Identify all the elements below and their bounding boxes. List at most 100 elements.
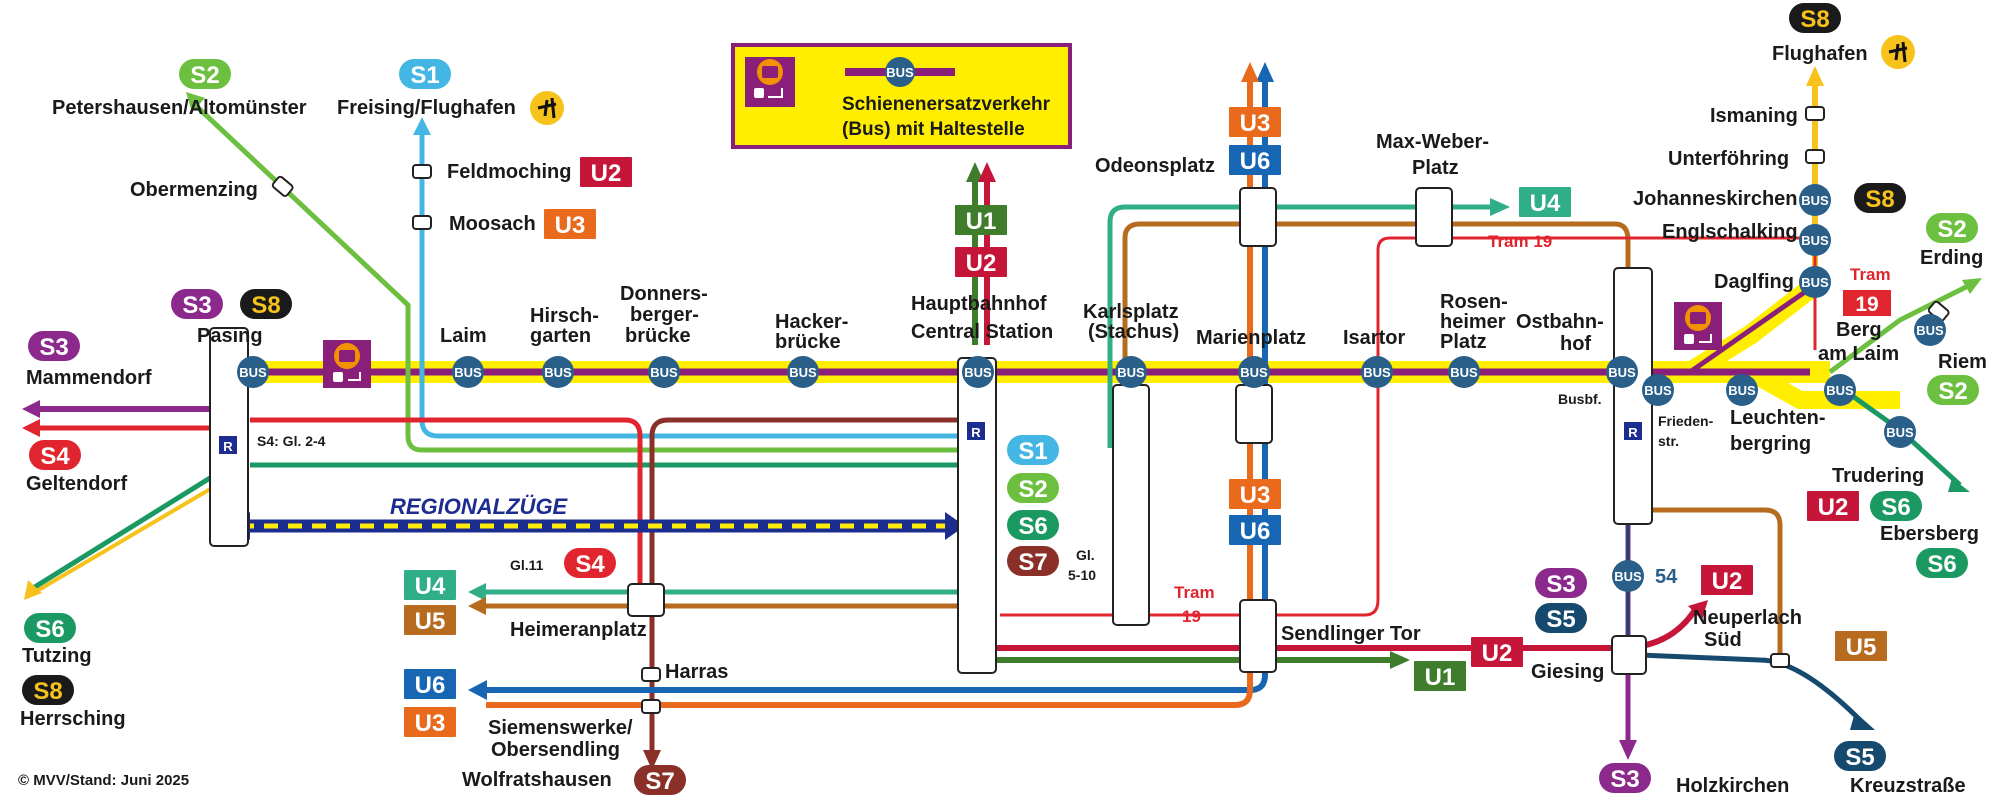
bus-stop-circle <box>648 356 680 388</box>
line-badge-s6[interactable]: S6 <box>1007 510 1059 540</box>
obermenzing-station[interactable] <box>271 175 294 198</box>
line-badge-label: U2 <box>1482 640 1513 667</box>
bus-stop-marker[interactable]: BUS <box>1799 184 1831 216</box>
line-badge-u4[interactable]: U4 <box>404 570 456 600</box>
bus-stop-marker[interactable]: BUS <box>648 356 680 388</box>
line-badge-u2[interactable]: U2 <box>955 247 1007 277</box>
line-badge-u1[interactable]: U1 <box>955 205 1007 235</box>
line-badge-u6[interactable]: U6 <box>1229 515 1281 545</box>
line-badge-u5[interactable]: U5 <box>404 605 456 635</box>
karlsplatz-station-box[interactable] <box>1112 384 1150 626</box>
feldmoching-station[interactable] <box>412 164 432 179</box>
u5-arrow <box>468 597 486 615</box>
line-badge-label: S2 <box>1018 476 1047 503</box>
bus-stop-label: BUS <box>1801 275 1829 290</box>
bus-stop-circle <box>1884 416 1916 448</box>
siemenswerke-station[interactable] <box>641 699 661 714</box>
hbf-station-box[interactable] <box>957 357 997 674</box>
label-hirschgarten-2: garten <box>530 325 591 347</box>
line-badge-bg <box>1926 213 1978 243</box>
bus-stop-marker[interactable]: BUS <box>237 356 269 388</box>
line-badge-s8[interactable]: S8 <box>22 675 74 705</box>
line-badge-s8[interactable]: S8 <box>240 289 292 319</box>
ismaning-station[interactable] <box>1805 106 1825 121</box>
line-badge-s1[interactable]: S1 <box>1007 435 1059 465</box>
line-badge-s8[interactable]: S8 <box>1854 183 1906 213</box>
moosach-station[interactable] <box>412 215 432 230</box>
line-badge-u6[interactable]: U6 <box>1229 145 1281 175</box>
line-badge-s4[interactable]: S4 <box>564 548 616 578</box>
line-badge-s3[interactable]: S3 <box>171 289 223 319</box>
line-badge-u2[interactable]: U2 <box>1701 565 1753 595</box>
bus-stop-marker[interactable]: BUS <box>1726 374 1758 406</box>
bus-stop-marker[interactable]: BUS <box>1448 356 1480 388</box>
line-badge-bg <box>404 707 456 737</box>
line-badge-s7[interactable]: S7 <box>1007 546 1059 576</box>
harras-station[interactable] <box>641 667 661 682</box>
bus-stop-marker[interactable]: BUS <box>1115 356 1147 388</box>
bus-stop-marker[interactable]: BUS <box>542 356 574 388</box>
bus-stop-marker[interactable]: BUS <box>1799 224 1831 256</box>
line-badge-label: U1 <box>1425 664 1456 691</box>
line-badge-s6[interactable]: S6 <box>24 613 76 643</box>
bus-stop-marker[interactable]: BUS <box>452 356 484 388</box>
marienplatz-station-box[interactable] <box>1235 384 1273 444</box>
line-badge-u3[interactable]: U3 <box>544 209 596 239</box>
bus-stop-marker[interactable]: BUS <box>1824 374 1856 406</box>
odeonsplatz-station-box[interactable] <box>1239 187 1277 247</box>
line-badge-bg <box>22 675 74 705</box>
line-badge-u4[interactable]: U4 <box>1519 187 1571 217</box>
ostbahnhof-r-badge: R <box>1624 422 1642 440</box>
line-badge-s5[interactable]: S5 <box>1834 741 1886 771</box>
neuperlach-station[interactable] <box>1770 653 1790 668</box>
bus-stop-marker[interactable]: BUS <box>1799 266 1831 298</box>
line-badge-u3[interactable]: U3 <box>404 707 456 737</box>
line-badge-s4[interactable]: S4 <box>29 440 81 470</box>
line-badge-label: U2 <box>1712 568 1743 595</box>
line-badge-u5[interactable]: U5 <box>1835 631 1887 661</box>
heimeranplatz-station-box[interactable] <box>627 583 665 617</box>
bus-stop-marker[interactable]: BUS <box>787 356 819 388</box>
bus-stop-marker[interactable]: BUS <box>1884 416 1916 448</box>
line-badge-u3[interactable]: U3 <box>1229 107 1281 137</box>
giesing-station-box[interactable] <box>1611 635 1647 675</box>
line-badge-s5[interactable]: S5 <box>1535 603 1587 633</box>
bus-stop-marker[interactable]: BUS <box>1361 356 1393 388</box>
s5-arrow <box>1850 712 1875 730</box>
bus-stop-marker[interactable]: BUS <box>962 356 994 388</box>
bus-stop-marker[interactable]: BUS <box>1238 356 1270 388</box>
max-weber-station-box[interactable] <box>1415 187 1453 247</box>
line-badge-u2[interactable]: U2 <box>1807 491 1859 521</box>
line-badge-s3[interactable]: S3 <box>1599 763 1651 793</box>
note-tram-word: Tram <box>1174 583 1215 602</box>
label-marienplatz: Marienplatz <box>1196 327 1306 349</box>
line-badge-s7[interactable]: S7 <box>634 765 686 795</box>
bus-stop-marker[interactable]: BUS <box>1642 374 1674 406</box>
sendlinger-tor-station-box[interactable] <box>1239 599 1277 673</box>
line-badge-s6[interactable]: S6 <box>1870 491 1922 521</box>
line-badge-label: S4 <box>40 443 70 470</box>
unterfoehring-station[interactable] <box>1805 149 1825 164</box>
line-badge-s3[interactable]: S3 <box>28 331 80 361</box>
bus-stop-label: BUS <box>239 365 267 380</box>
line-badge-u6[interactable]: U6 <box>404 669 456 699</box>
line-badge-u3[interactable]: U3 <box>1229 479 1281 509</box>
line-badge-s3[interactable]: S3 <box>1535 568 1587 598</box>
line-badge-s1[interactable]: S1 <box>399 59 451 89</box>
bus-stop-marker[interactable]: BUS <box>1606 356 1638 388</box>
bus-stop-marker[interactable]: BUS <box>1612 560 1644 592</box>
bus-stop-label: BUS <box>1240 365 1268 380</box>
line-badge-label: U1 <box>966 208 997 235</box>
line-badge-s2[interactable]: S2 <box>1926 213 1978 243</box>
line-badge-u2[interactable]: U2 <box>580 157 632 187</box>
line-badge-s2[interactable]: S2 <box>1927 375 1979 405</box>
bus-stop-marker[interactable]: BUS <box>1914 314 1946 346</box>
line-badge-s2[interactable]: S2 <box>1007 473 1059 503</box>
line-badge-s8[interactable]: S8 <box>1789 3 1841 33</box>
label-erding: Erding <box>1920 247 1983 269</box>
line-badge-u1[interactable]: U1 <box>1414 661 1466 691</box>
line-badge-s2[interactable]: S2 <box>179 59 231 89</box>
line-badge-u2[interactable]: U2 <box>1471 637 1523 667</box>
label-trudering: Trudering <box>1832 465 1924 487</box>
line-badge-s6[interactable]: S6 <box>1916 548 1968 578</box>
